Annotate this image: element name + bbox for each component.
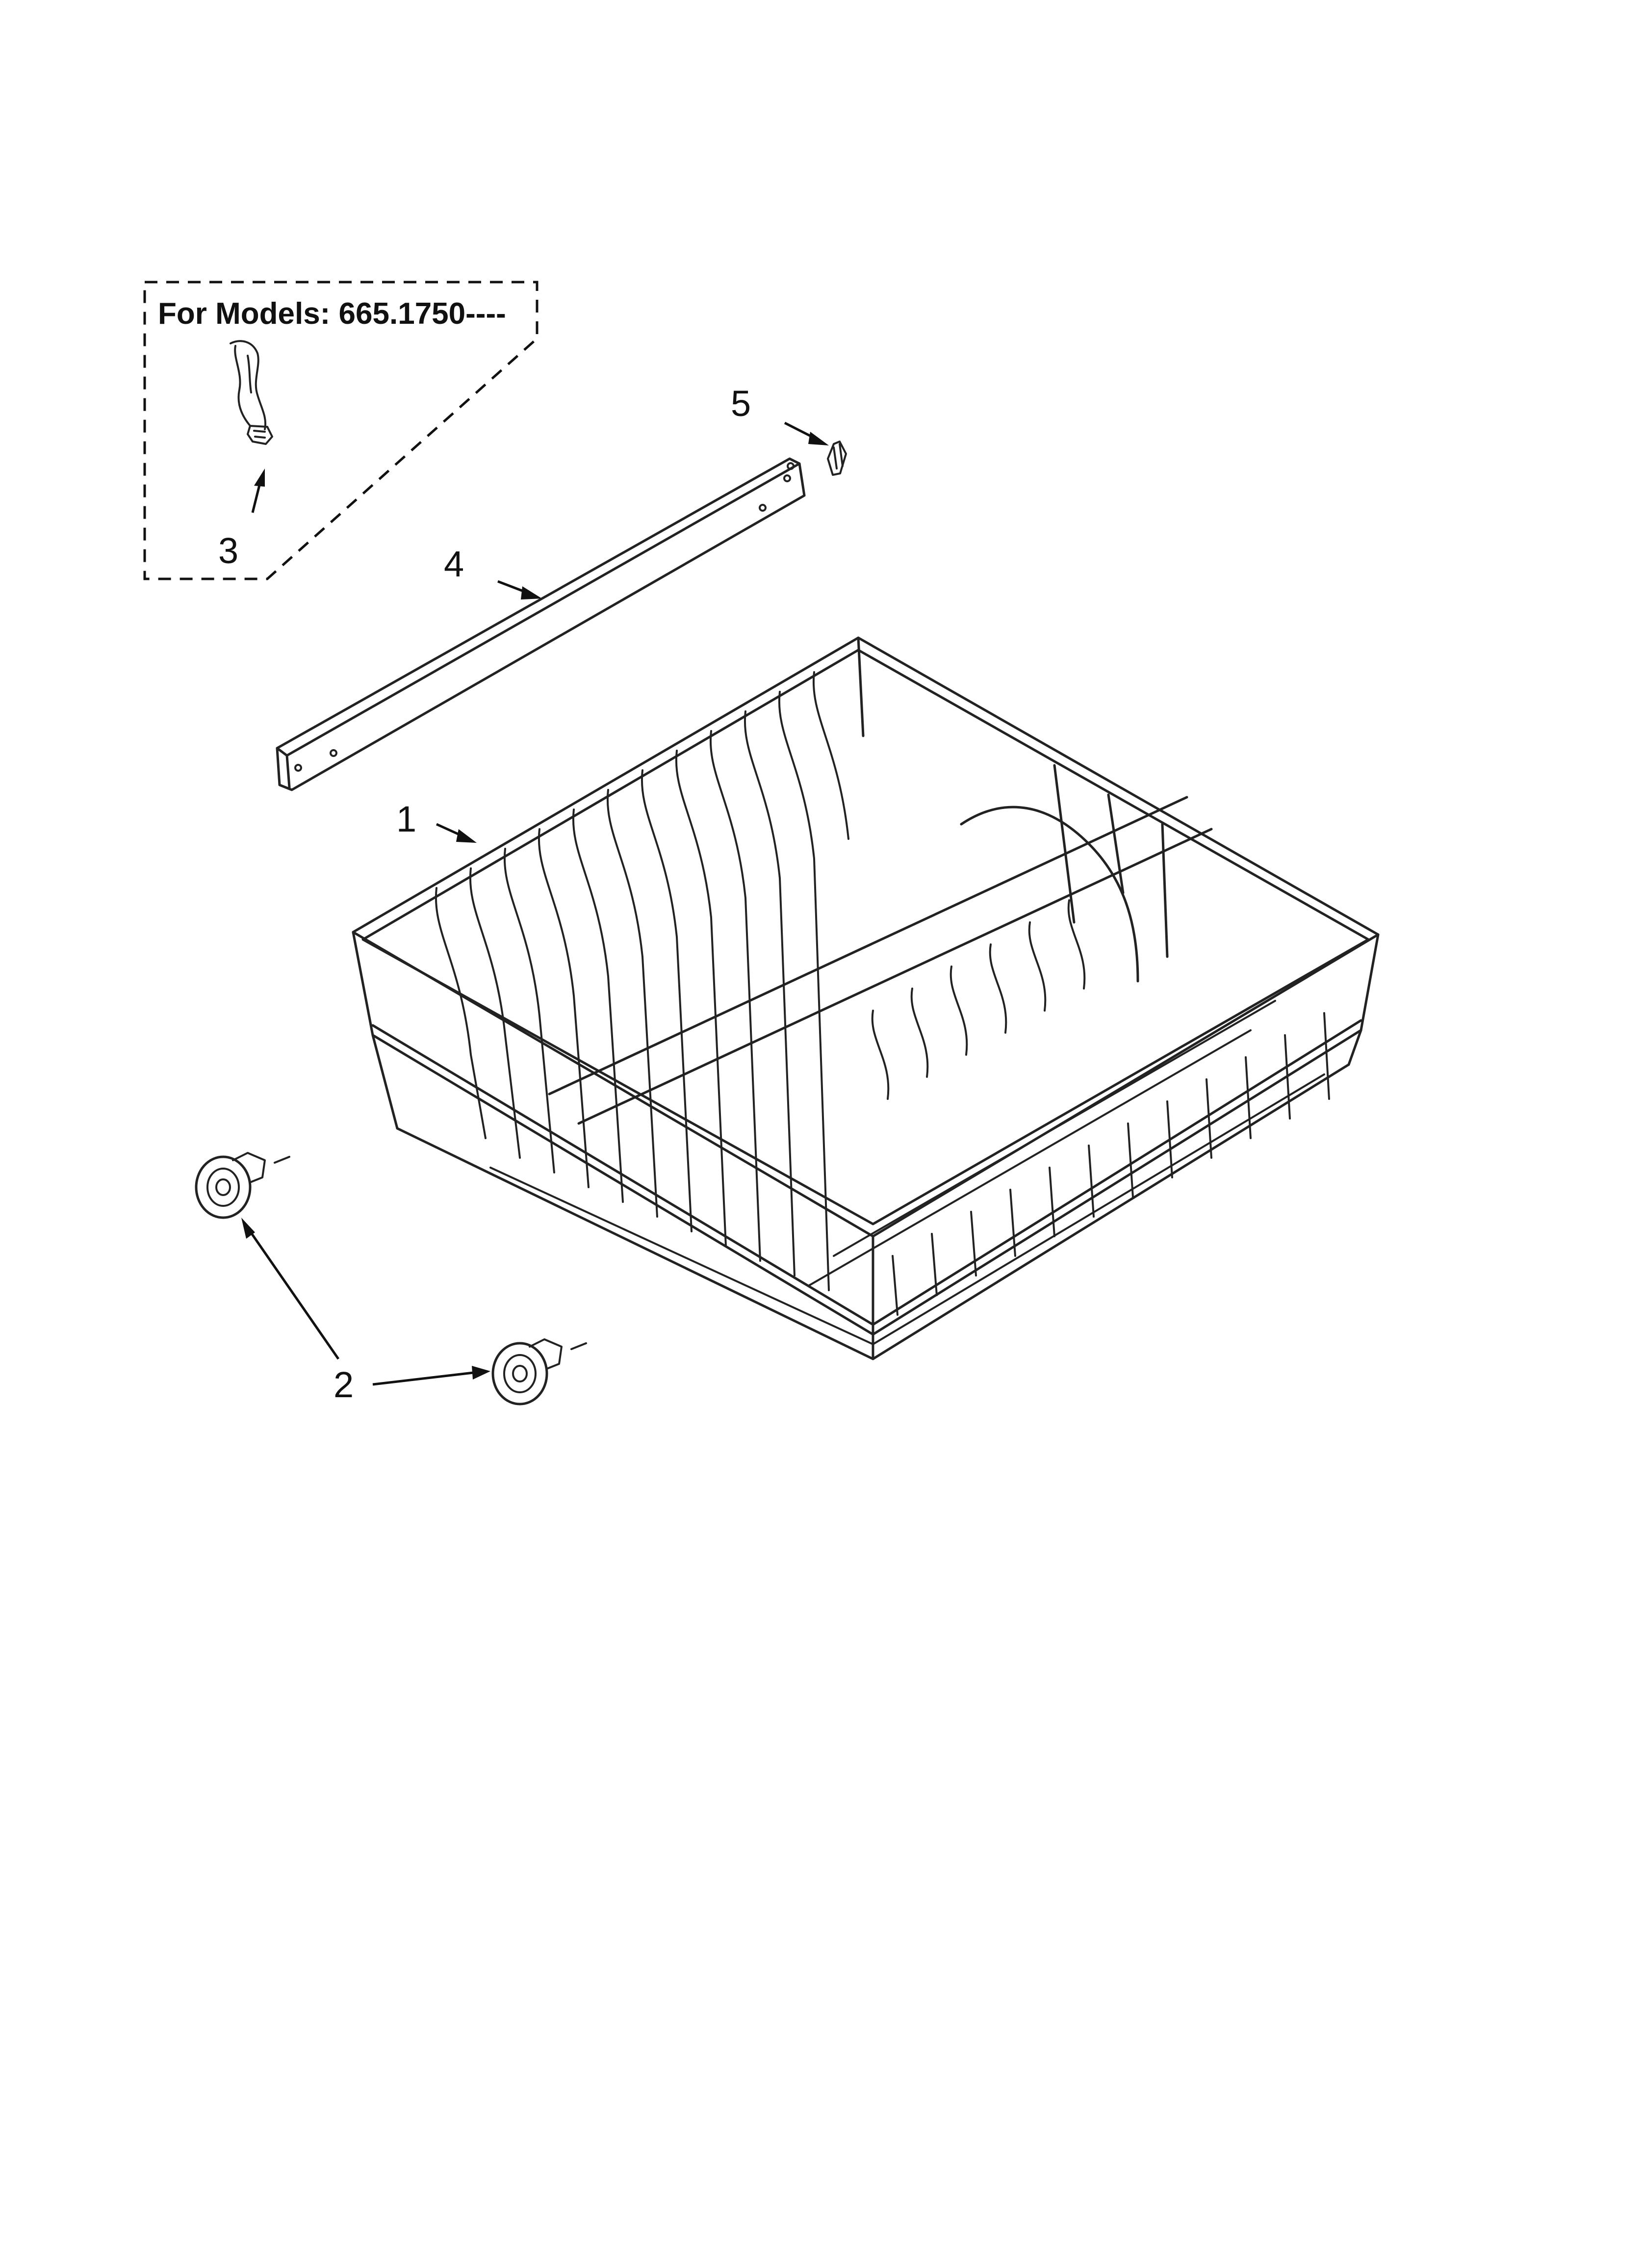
rail-group: 4: [276, 457, 806, 791]
leader-3: [251, 483, 261, 513]
rack-rail-icon: [276, 457, 806, 791]
rack-wheel-icon: [195, 1152, 290, 1219]
models-box-outline: [143, 281, 539, 580]
callout-3: 3: [218, 530, 238, 571]
rail-stop-icon: [827, 441, 847, 476]
callout-2: 2: [334, 1364, 354, 1405]
wheel-group: 2: [195, 1152, 587, 1406]
dish-rack-icon: [352, 636, 1380, 1360]
models-label: For Models: 665.1750----: [158, 297, 506, 331]
leader-2b: [372, 1371, 474, 1386]
callout-4: 4: [444, 544, 464, 584]
models-box: For Models: 665.1750---- 3: [143, 281, 539, 580]
rack-wheel-icon: [491, 1338, 587, 1406]
callout-5: 5: [731, 383, 751, 424]
clip-part-icon: [230, 340, 273, 445]
stop-group: 5: [731, 383, 847, 476]
leader-2a: [249, 1230, 340, 1360]
callout-1: 1: [396, 799, 416, 839]
